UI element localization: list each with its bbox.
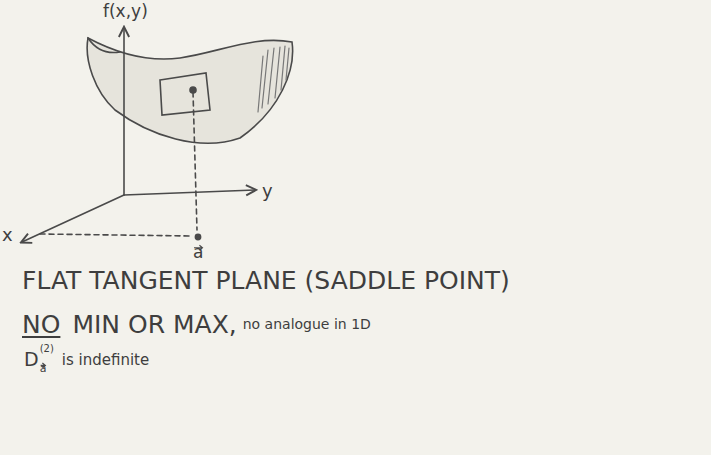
axis-label: x (2, 226, 13, 244)
point-a (195, 234, 200, 239)
y-axis (124, 190, 255, 195)
note: no analogue in 1D (243, 317, 371, 331)
note: is indefinite (62, 353, 149, 368)
tangent-point (190, 87, 196, 93)
superscript: (2) (40, 344, 54, 354)
axis-label: f(x,y) (103, 3, 148, 20)
surface-lip (88, 38, 120, 52)
caption-line: FLAT TANGENT PLANE (SADDLE POINT) (22, 268, 510, 293)
operator-symbol: D (24, 350, 39, 369)
drop-line (193, 92, 197, 230)
point-label: a (193, 244, 203, 261)
axis-label: y (262, 182, 273, 200)
tangent-plane (160, 73, 210, 115)
y-axis-vertical (123, 28, 125, 195)
shading (258, 46, 289, 112)
caption-line: MIN OR MAX, (72, 312, 236, 337)
saddle-surface (87, 38, 292, 143)
subscript: a (40, 363, 47, 374)
emphasis-word: NO (22, 312, 60, 337)
projection-line (40, 234, 192, 236)
